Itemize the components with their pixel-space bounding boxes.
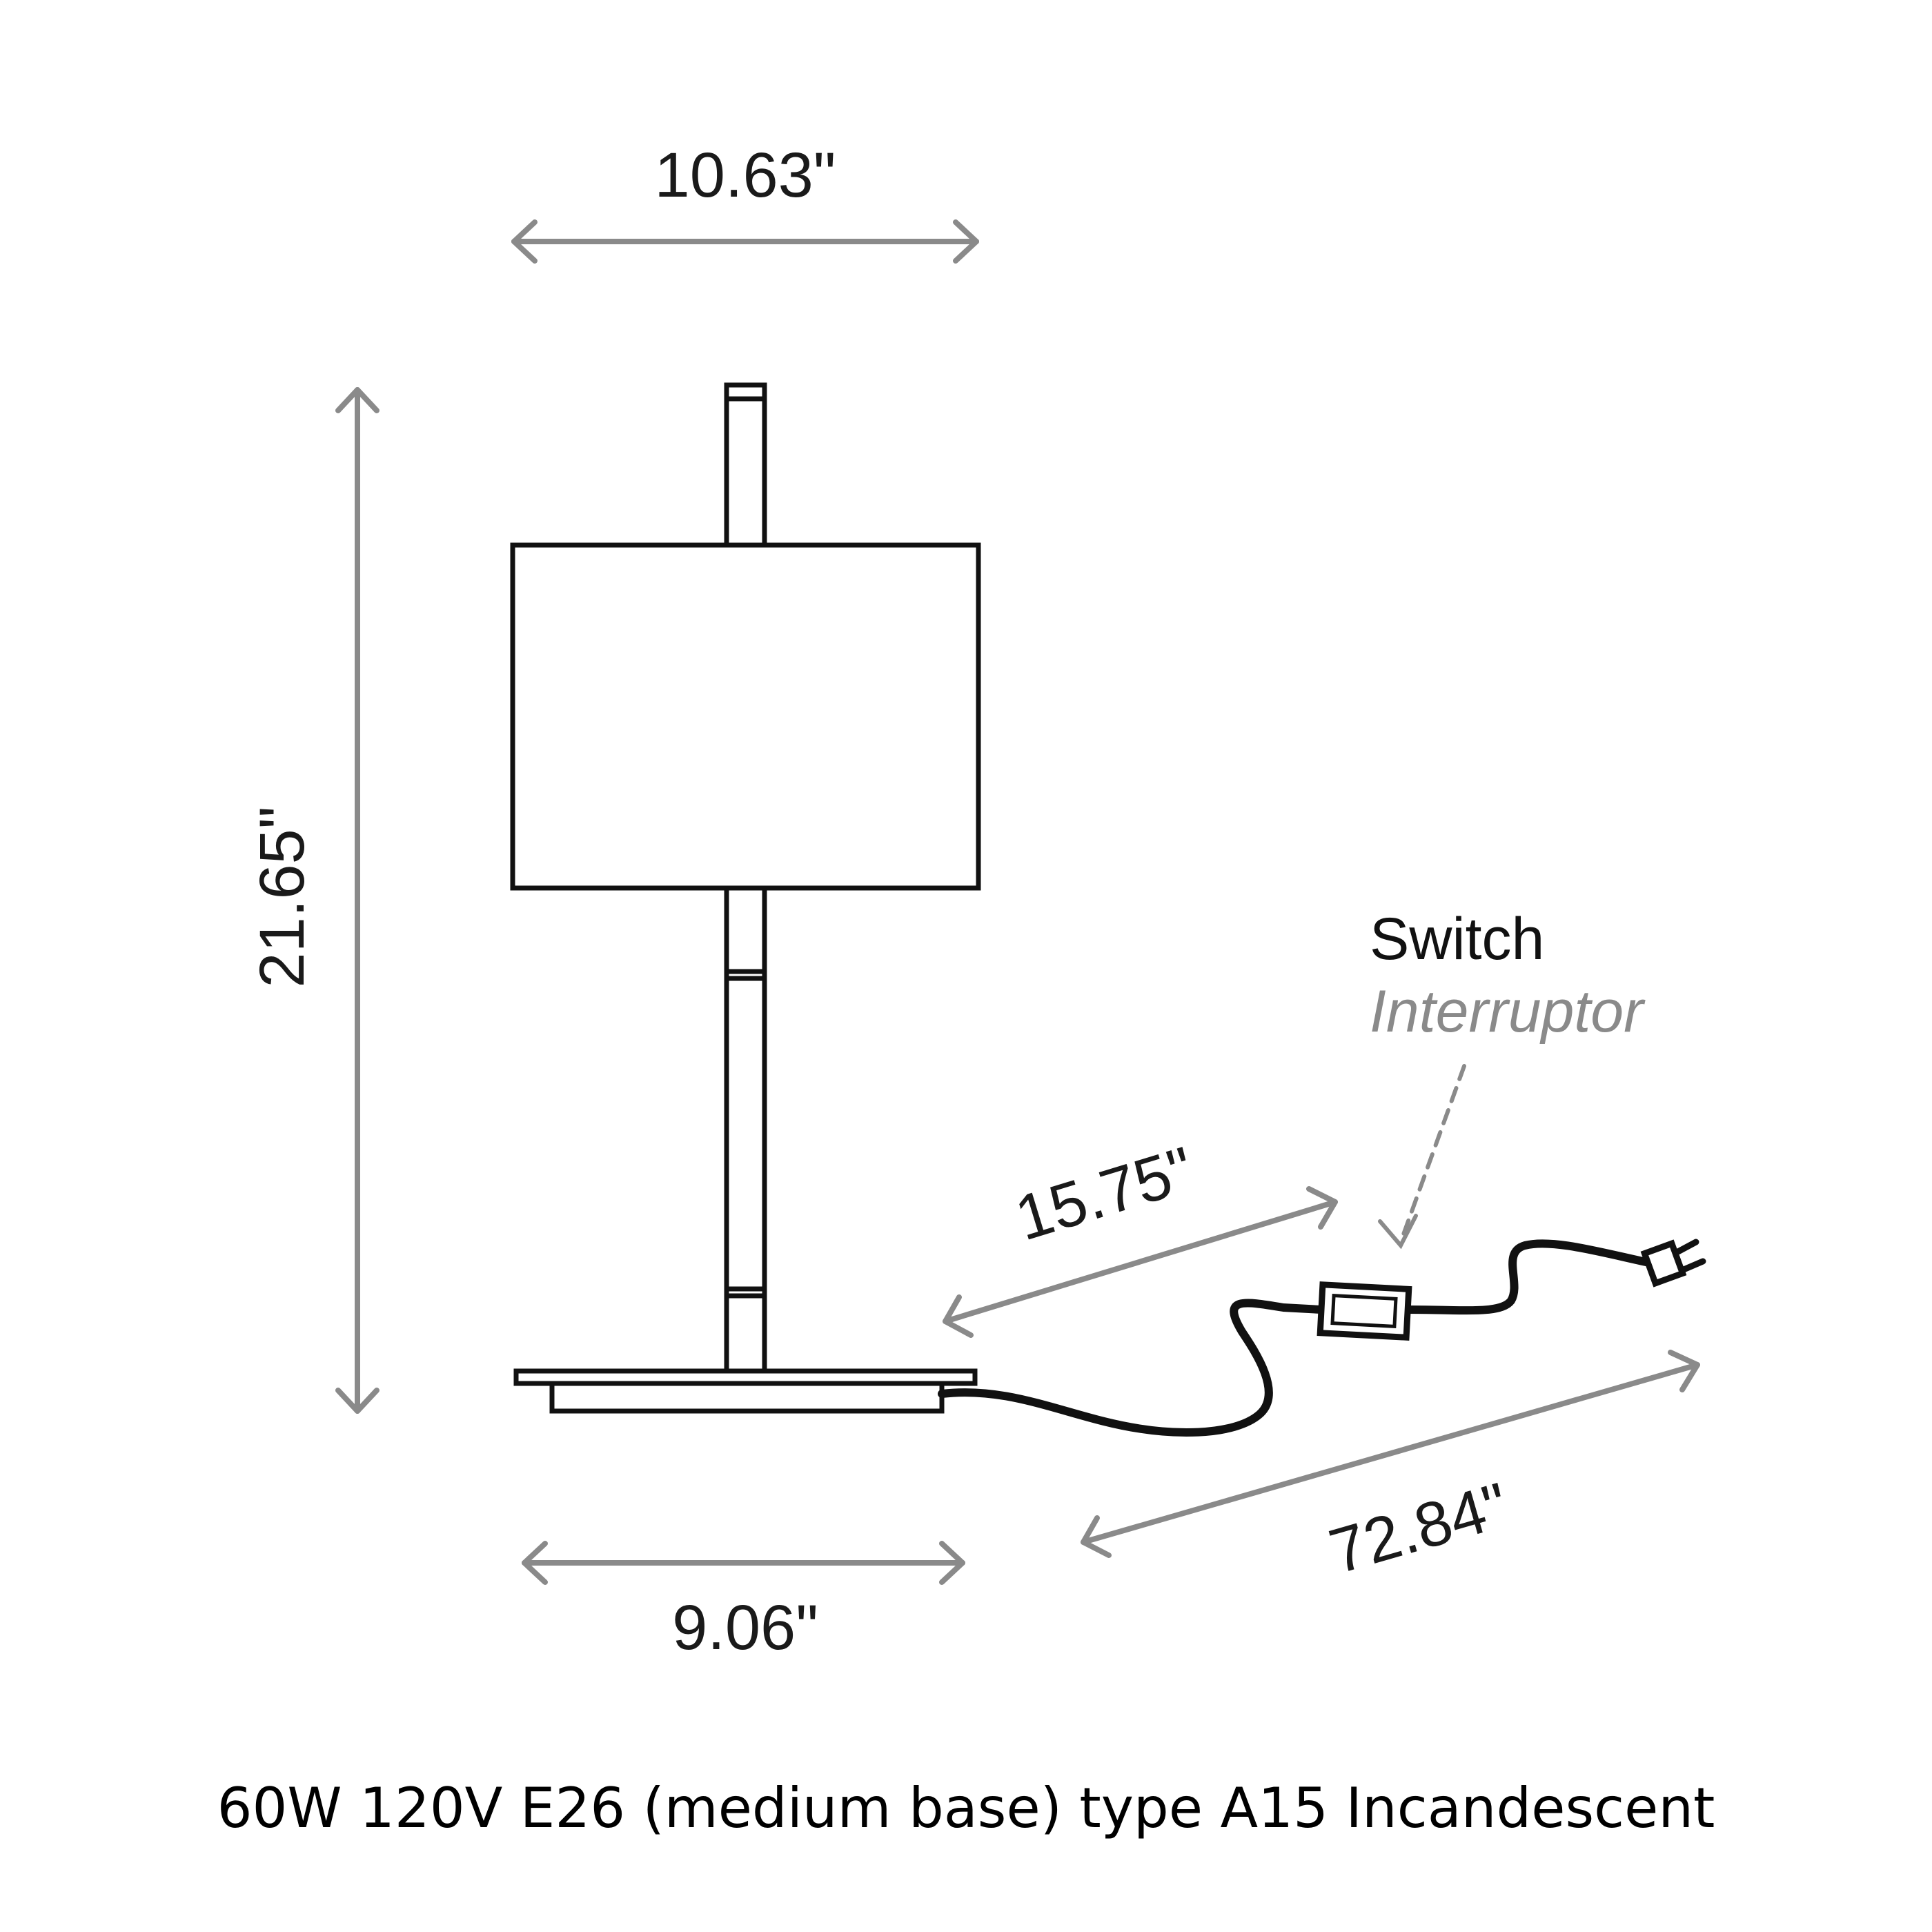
inline-switch [1317, 1281, 1412, 1341]
cord-to-switch-label: 15.75" [1007, 1134, 1201, 1254]
shade-width-label: 10.63" [655, 140, 836, 210]
lamp-shade [510, 542, 981, 891]
interruptor-label: Interruptor [1370, 978, 1646, 1045]
cord-to-switch-arrow [943, 1186, 1338, 1338]
cord-total-label: 72.84" [1322, 1470, 1516, 1588]
lamp-base [513, 1368, 978, 1414]
bulb-caption: 60W 120V E26 (medium base) type A15 Inca… [217, 1776, 1715, 1840]
height-label: 21.65" [247, 807, 317, 988]
switch-leader [1378, 1064, 1466, 1250]
lamp-top-stem [724, 382, 767, 548]
power-cord [938, 1239, 1653, 1437]
switch-label: Switch [1370, 906, 1544, 972]
height-arrow [335, 387, 379, 1414]
base-width-label: 9.06" [672, 1593, 818, 1663]
lamp-lower-stem [724, 885, 767, 1374]
shade-width-arrow [511, 219, 979, 264]
cord-total-arrow [1081, 1350, 1700, 1558]
base-width-arrow [522, 1541, 965, 1585]
plug-icon [1640, 1239, 1706, 1288]
